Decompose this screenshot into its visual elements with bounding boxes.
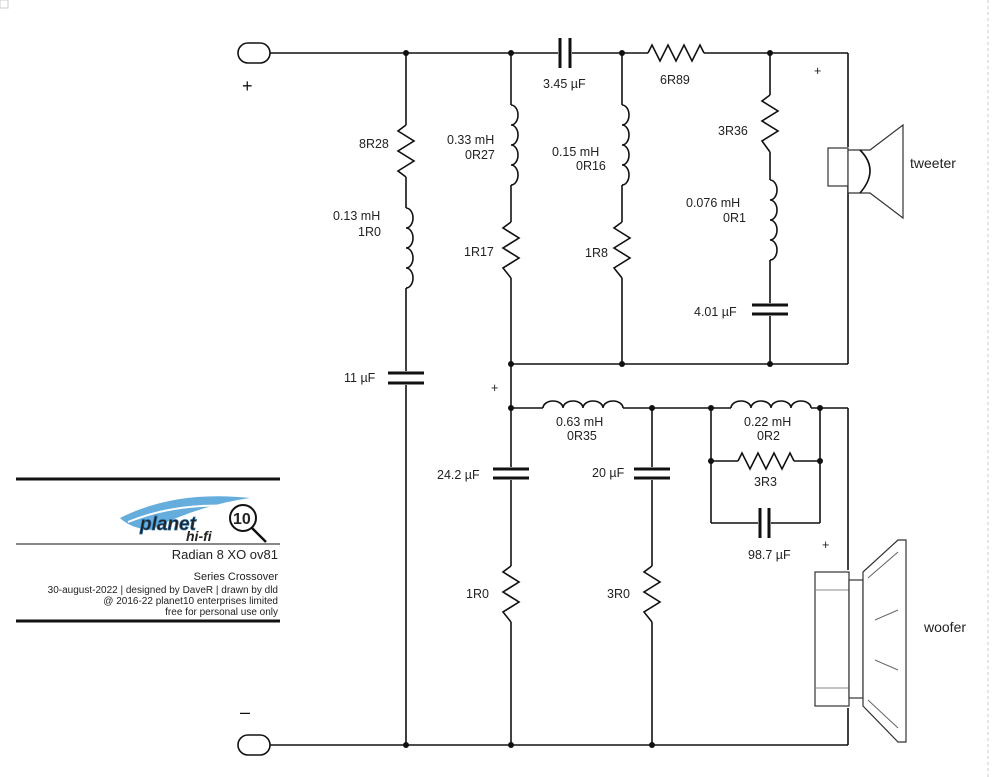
input-terminal-negative[interactable]	[237, 734, 271, 756]
inductor-063mh	[542, 400, 624, 409]
logo-swoosh-highlight	[127, 504, 231, 523]
cap-987uf-label: 98.7 µF	[748, 548, 791, 562]
inductor-015mh-label: 0.15 mH	[552, 145, 599, 159]
cap-401uf-label: 4.01 µF	[694, 305, 737, 319]
drawing-subtitle: Series Crossover	[194, 571, 279, 583]
woofer-basket-line	[874, 609, 899, 621]
page-corner-mark	[0, 0, 9, 9]
resistor-1r8-label: 1R8	[585, 246, 608, 260]
junction-dot	[817, 405, 823, 411]
series-resistor	[647, 43, 705, 63]
woofer-magnet	[814, 571, 850, 707]
positive-sign: +	[242, 76, 253, 96]
resistor-3r36-label: 3R36	[718, 124, 748, 138]
junction-dot	[767, 361, 773, 367]
woofer-basket-line	[874, 659, 899, 671]
inductor-022mh-label: 0.22 mH	[744, 415, 791, 429]
woofer-basket-line	[867, 551, 899, 579]
junction-dot	[619, 361, 625, 367]
inductor-063mh-label: 0.63 mH	[556, 415, 603, 429]
woofer-voice-coil	[848, 579, 864, 699]
inductor-015mh-dcr: 0R16	[576, 159, 606, 173]
inductor-013mh	[405, 207, 414, 289]
tweeter-dome	[859, 149, 871, 194]
junction-dot	[649, 742, 655, 748]
resistor-8r28-label: 8R28	[359, 137, 389, 151]
resistor-3r36	[760, 94, 780, 153]
inductor-015mh	[621, 104, 630, 186]
negative-sign: –	[240, 702, 250, 722]
drawing-license: free for personal use only	[165, 607, 278, 618]
junction-dot	[508, 361, 514, 367]
resistor-3r3-label: 3R3	[754, 475, 777, 489]
logo-word-planet: planet	[139, 514, 197, 535]
inductor-013mh-dcr: 1R0	[358, 225, 381, 239]
cap-11uf-label: 11 µF	[344, 371, 376, 385]
woofer-basket-line	[867, 699, 899, 729]
resistor-1r8	[612, 221, 632, 279]
junction-dot	[708, 458, 714, 464]
logo-ring	[229, 504, 257, 532]
logo-tail	[251, 527, 267, 543]
resistor-1r0-label: 1R0	[466, 587, 489, 601]
resistor-3r0	[642, 565, 662, 623]
resistor-8r28	[396, 124, 416, 178]
resistor-1r0	[501, 565, 521, 623]
logo-word-hifi: hi-fi	[186, 528, 213, 544]
title-block: planet hi-fi 10 Radian 8 XO ov81 Series …	[16, 477, 280, 623]
inductor-063mh-dcr: 0R35	[567, 429, 597, 443]
inductor-0076mh	[769, 179, 778, 261]
inductor-022mh	[730, 400, 812, 409]
woofer-label: woofer	[923, 619, 966, 635]
junction-dot	[403, 742, 409, 748]
woofer-net-plus-sign: +	[491, 381, 498, 395]
inductor-0076mh-dcr: 0R1	[723, 211, 746, 225]
drawing-copyright: @ 2016-22 planet10 enterprises limited	[103, 596, 278, 607]
woofer-plus-sign: +	[822, 538, 829, 552]
resistor-1r17-label: 1R17	[464, 245, 494, 259]
woofer-cone-icon	[862, 539, 907, 743]
cap-20uf-label: 20 µF	[592, 466, 625, 480]
inductor-033mh-label: 0.33 mH	[447, 133, 494, 147]
input-terminal-positive[interactable]	[237, 42, 271, 64]
resistor-1r17	[501, 221, 521, 279]
planet10-logo: planet hi-fi 10	[120, 496, 267, 544]
junction-dot	[817, 458, 823, 464]
inductor-022mh-dcr: 0R2	[757, 429, 780, 443]
tweeter-plus-sign: +	[814, 64, 821, 78]
logo-number: 10	[233, 511, 251, 528]
tweeter-label: tweeter	[910, 155, 956, 171]
series-cap-label: 3.45 µF	[543, 77, 586, 91]
junction-dot	[508, 742, 514, 748]
drawing-title: Radian 8 XO ov81	[172, 547, 278, 562]
tweeter-magnet	[827, 147, 849, 187]
tweeter-cone-icon	[847, 123, 904, 220]
series-resistor-label: 6R89	[660, 73, 690, 87]
inductor-0076mh-label: 0.076 mH	[686, 196, 740, 210]
resistor-3r0-label: 3R0	[607, 587, 630, 601]
inductor-013mh-label: 0.13 mH	[333, 209, 380, 223]
drawing-credits: 30-august-2022 | designed by DaveR | dra…	[48, 585, 278, 596]
inductor-033mh	[510, 104, 519, 186]
cap-242uf-label: 24.2 µF	[437, 468, 480, 482]
logo-swoosh	[120, 496, 250, 530]
inductor-033mh-dcr: 0R27	[465, 148, 495, 162]
resistor-3r3	[737, 451, 795, 471]
